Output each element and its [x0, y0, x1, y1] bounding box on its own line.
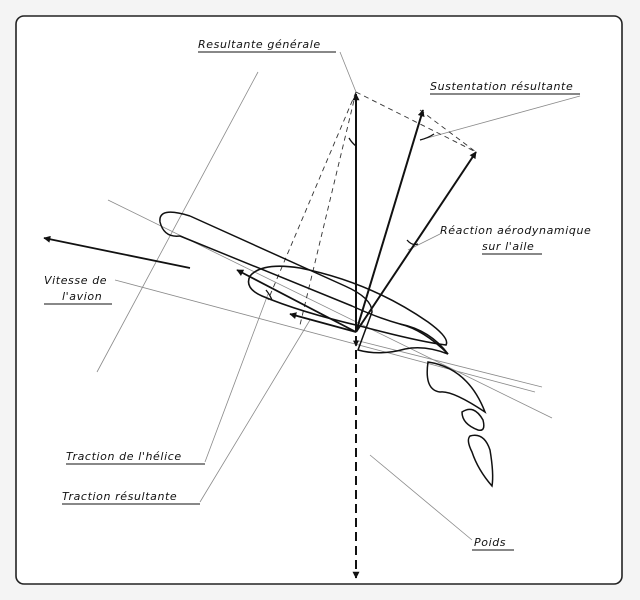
label-vitesse-line2: l'avion	[62, 290, 102, 303]
construction-line-3	[114, 279, 536, 393]
construction-line-4	[354, 339, 543, 388]
sustentation-arrow	[355, 109, 425, 333]
label-reaction-line1: Réaction aérodynamique	[440, 224, 591, 237]
label-sustentation: Sustentation résultante	[430, 80, 573, 93]
tail-fin-1	[426, 361, 487, 414]
dashed-line-2	[419, 109, 477, 153]
construction-line-10	[369, 454, 473, 541]
force-vectors	[352, 93, 477, 579]
label-traction-helice: Traction de l'hélice	[66, 450, 182, 463]
traction-helice-arrow	[236, 269, 357, 333]
propeller-spinner	[159, 211, 191, 237]
label-resultante-generale: Resultante générale	[198, 38, 321, 51]
construction-line-8	[204, 293, 269, 463]
construction-line-6	[419, 95, 581, 141]
angle-marks	[265, 133, 435, 301]
construction-line-1	[96, 71, 259, 373]
angle-mark-1	[348, 137, 357, 147]
tail-section	[399, 323, 449, 355]
tail-surfaces	[426, 361, 494, 488]
thrust-vectors	[43, 235, 357, 333]
dashed-line-1	[355, 91, 477, 153]
dashed-line-3	[267, 91, 357, 301]
labels: Resultante générale Sustentation résulta…	[44, 38, 591, 551]
angle-mark-2	[419, 133, 435, 141]
angle-mark-3	[406, 239, 419, 246]
label-vitesse-line1: Vitesse de	[44, 274, 107, 287]
vitesse-avion-arrow	[43, 235, 191, 269]
construction-line-9	[199, 319, 311, 503]
traction-resultante-arrow	[289, 312, 357, 333]
construction-line-5	[339, 51, 357, 93]
tail-fin-3	[467, 434, 494, 488]
dashed-lines	[267, 91, 477, 326]
wing-airfoil	[247, 265, 448, 346]
label-poids: Poids	[474, 536, 506, 549]
label-reaction-line2: sur l'aile	[482, 240, 534, 253]
reaction-aerodynamique-arrow	[355, 151, 477, 333]
dashed-line-4	[299, 91, 357, 326]
angle-mark-4	[265, 289, 273, 301]
label-traction-resultante: Traction résultante	[62, 490, 177, 503]
tail-fin-2	[461, 408, 485, 432]
